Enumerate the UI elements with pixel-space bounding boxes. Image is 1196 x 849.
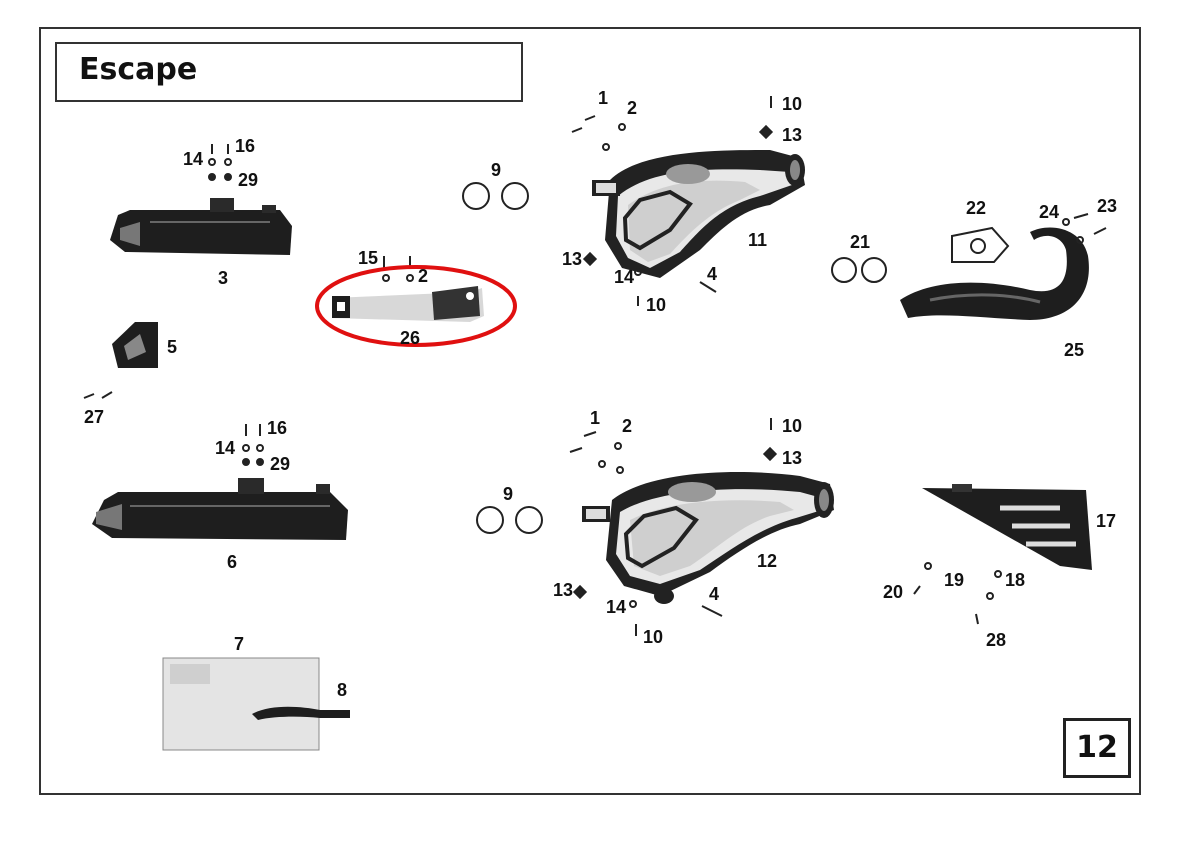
part-expansion-chamber-bottom [582, 471, 834, 604]
part-clips [83, 391, 113, 399]
part-number-label: 29 [270, 454, 290, 474]
part-number-label: 17 [1096, 511, 1116, 531]
page-number: 12 [1076, 730, 1118, 765]
part-number-label: 1 [590, 408, 600, 428]
part-insulation-sheet [162, 657, 320, 751]
title-box: Escape [55, 42, 523, 102]
part-number-label: 21 [850, 232, 870, 252]
part-muffler-top [110, 198, 292, 255]
part-number-label: 23 [1097, 196, 1117, 216]
part-rings-bottom [476, 506, 543, 534]
part-number-label: 10 [782, 94, 802, 114]
fasteners-chamber-bottom [569, 418, 778, 636]
part-number-label: 4 [707, 264, 717, 284]
fasteners-header [1062, 213, 1107, 244]
part-number-label: 13 [553, 580, 573, 600]
part-number-label: 6 [227, 552, 237, 572]
part-number-label: 14 [183, 149, 203, 169]
part-number-label: 27 [84, 407, 104, 427]
part-number-label: 13 [782, 125, 802, 145]
page-number-box: 12 [1063, 718, 1131, 778]
part-number-label: 9 [491, 160, 501, 180]
part-number-label: 16 [267, 418, 287, 438]
part-heat-shield [922, 484, 1092, 570]
part-expansion-chamber-top [592, 150, 805, 278]
part-header-pipe [900, 227, 1089, 320]
part-number-label: 9 [503, 484, 513, 504]
part-number-label: 20 [883, 582, 903, 602]
part-number-label: 3 [218, 268, 228, 288]
part-number-label: 5 [167, 337, 177, 357]
part-number-label: 14 [614, 267, 634, 287]
part-number-label: 7 [234, 634, 244, 654]
highlight-ellipse [315, 265, 517, 347]
part-number-label: 16 [235, 136, 255, 156]
part-number-label: 29 [238, 170, 258, 190]
part-number-label: 10 [646, 295, 666, 315]
part-number-label: 13 [782, 448, 802, 468]
part-number-label: 13 [562, 249, 582, 269]
diagram-frame [39, 27, 1141, 795]
part-number-label: 15 [358, 248, 378, 268]
part-tube [252, 706, 350, 720]
part-number-label: 8 [337, 680, 347, 700]
part-number-label: 2 [622, 416, 632, 436]
part-number-label: 2 [418, 266, 428, 286]
fasteners-muffler-bottom [242, 424, 264, 466]
part-number-label: 10 [782, 416, 802, 436]
part-number-label: 12 [757, 551, 777, 571]
page-title: Escape [79, 52, 198, 87]
part-number-label: 22 [966, 198, 986, 218]
fasteners-muffler-top [208, 144, 232, 181]
part-number-label: 4 [709, 584, 719, 604]
part-number-label: 18 [1005, 570, 1025, 590]
part-rings-middle [831, 257, 887, 283]
part-number-label: 2 [627, 98, 637, 118]
part-number-label: 24 [1039, 202, 1059, 222]
part-number-label: 26 [400, 328, 420, 348]
part-number-label: 1 [598, 88, 608, 108]
part-rings-top [462, 182, 529, 210]
fasteners-chamber-top [571, 96, 774, 306]
part-number-label: 28 [986, 630, 1006, 650]
part-muffler-bottom [92, 478, 348, 540]
part-number-label: 14 [215, 438, 235, 458]
part-number-label: 25 [1064, 340, 1084, 360]
part-number-label: 14 [606, 597, 626, 617]
fasteners-heat-shield [913, 562, 1002, 625]
part-number-label: 10 [643, 627, 663, 647]
part-number-label: 19 [944, 570, 964, 590]
part-number-label: 11 [748, 230, 767, 250]
part-flange [951, 226, 1010, 263]
part-strap [332, 256, 484, 322]
